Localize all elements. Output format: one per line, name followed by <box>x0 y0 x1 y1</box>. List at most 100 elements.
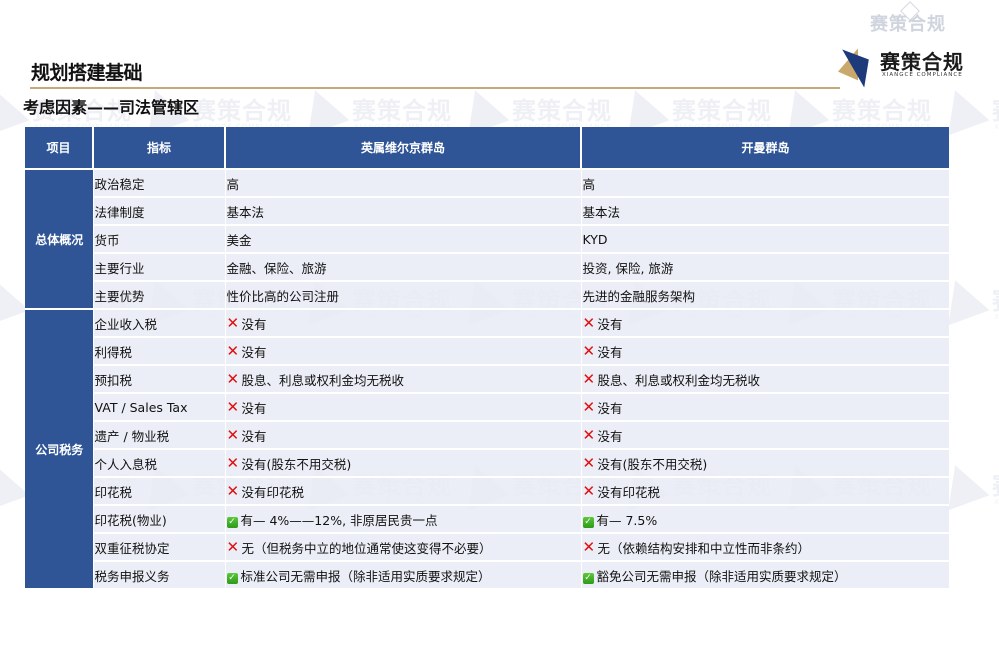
indicator-cell: 利得税 <box>93 336 226 365</box>
cayman-value-cell: 先进的金融服务架构 <box>581 280 949 309</box>
bvi-value-cell: 基本法 <box>225 196 582 225</box>
bvi-value-text: 没有 <box>241 344 267 360</box>
watermark-tagline: XIANGCE COMPLIANCE <box>994 498 999 506</box>
indicator-cell: 货币 <box>93 224 226 253</box>
bvi-value-text: 美金 <box>226 232 252 248</box>
bvi-value-cell: 高 <box>225 168 582 197</box>
cross-icon: ✕ <box>582 453 596 472</box>
bvi-value-text: 没有 <box>241 400 267 416</box>
cayman-value-cell: ✕无（依赖结构安排和中立性而非条约） <box>581 532 949 561</box>
cross-icon: ✕ <box>582 313 596 332</box>
bvi-value-text: 没有 <box>241 428 267 444</box>
column-header-bvi: 英属维尔京群岛 <box>225 127 582 169</box>
watermark-text: 赛策合规 <box>992 91 999 126</box>
bvi-value-cell: ✕没有 <box>225 392 582 421</box>
cross-icon: ✕ <box>226 453 240 472</box>
bvi-value-text: 基本法 <box>226 204 265 220</box>
indicator-cell: 主要优势 <box>93 280 226 309</box>
cross-icon: ✕ <box>582 397 596 416</box>
cayman-value-text: KYD <box>582 231 608 247</box>
logo-name: 赛策合规 <box>880 50 964 74</box>
cross-icon: ✕ <box>226 313 240 332</box>
cross-icon: ✕ <box>226 481 240 500</box>
cayman-value-text: 高 <box>582 176 596 192</box>
cross-icon: ✕ <box>226 537 240 556</box>
column-header-indicator: 指标 <box>93 127 226 169</box>
bvi-value-cell: ✓标准公司无需申报（除非适用实质要求规定） <box>225 560 582 588</box>
bvi-value-text: 没有 <box>241 316 267 332</box>
indicator-cell: 个人入息税 <box>93 448 226 477</box>
watermark-text: 赛策合规 <box>992 466 999 501</box>
bvi-value-text: 金融、保险、旅游 <box>226 260 327 276</box>
indicator-cell: 主要行业 <box>93 252 226 281</box>
bvi-value-text: 没有(股东不用交税) <box>241 456 352 472</box>
table-row: 法律制度基本法基本法 <box>25 196 949 225</box>
bvi-value-text: 标准公司无需申报（除非适用实质要求规定） <box>240 568 491 584</box>
table-row: 主要优势性价比高的公司注册先进的金融服务架构 <box>25 280 949 309</box>
bvi-value-text: 没有印花税 <box>241 484 305 500</box>
cayman-value-cell: ✕没有 <box>581 420 949 449</box>
cayman-value-text: 没有 <box>597 400 623 416</box>
cayman-value-text: 股息、利息或权利金均无税收 <box>597 372 761 388</box>
watermark-text: 赛策合规 <box>192 97 292 125</box>
cross-icon: ✕ <box>582 369 596 388</box>
bvi-value-cell: ✕没有印花税 <box>225 476 582 505</box>
cayman-value-text: 先进的金融服务架构 <box>582 288 696 304</box>
cayman-value-text: 有— 7.5% <box>596 512 658 528</box>
checkbox-checked-icon: ✓ <box>582 516 594 528</box>
watermark-text: 赛策合规 <box>992 281 999 316</box>
cayman-value-cell: ✕没有 <box>581 392 949 421</box>
cayman-value-text: 投资, 保险, 旅游 <box>582 260 674 276</box>
cayman-value-text: 基本法 <box>582 204 621 220</box>
cayman-value-text: 没有 <box>597 316 623 332</box>
cross-icon: ✕ <box>226 341 240 360</box>
watermark-text: 赛策合规 <box>512 97 612 125</box>
checkbox-checked-icon: ✓ <box>226 516 238 528</box>
table-row: 总体概况政治稳定高高 <box>25 168 949 309</box>
cross-icon: ✕ <box>582 341 596 360</box>
cayman-value-cell: ✓豁免公司无需申报（除非适用实质要求规定） <box>581 560 949 588</box>
cayman-value-cell: ✕没有印花税 <box>581 476 949 505</box>
cross-icon: ✕ <box>226 425 240 444</box>
indicator-cell: 法律制度 <box>93 196 226 225</box>
bvi-value-cell: 美金 <box>225 224 582 253</box>
title-divider <box>30 87 840 89</box>
cross-icon: ✕ <box>226 397 240 416</box>
table-row: 主要行业金融、保险、旅游 投资, 保险, 旅游 <box>25 252 949 281</box>
table-row: 印花税(物业)✓有— 4%——12%, 非原居民贵一点✓有— 7.5% <box>25 504 949 533</box>
cayman-value-text: 没有 <box>597 428 623 444</box>
column-header-cayman: 开曼群岛 <box>581 127 949 169</box>
table-header-row: 项目 指标 英属维尔京群岛 开曼群岛 <box>25 127 949 169</box>
cross-icon: ✕ <box>582 481 596 500</box>
table-row: 遗产 / 物业税✕没有✕没有 <box>25 420 949 449</box>
watermark-text: 赛策合规 <box>352 97 452 125</box>
cayman-value-cell: ✕没有 <box>581 308 949 337</box>
bvi-value-cell: ✕没有 <box>225 308 582 337</box>
watermark-text: 赛策合规 <box>832 97 932 125</box>
cross-icon: ✕ <box>582 537 596 556</box>
table-row: 预扣税✕股息、利息或权利金均无税收✕股息、利息或权利金均无税收 <box>25 364 949 393</box>
table-row: VAT / Sales Tax✕没有✕没有 <box>25 392 949 421</box>
column-header-item: 项目 <box>25 127 94 169</box>
table-row: 个人入息税✕没有(股东不用交税)✕没有(股东不用交税) <box>25 448 949 477</box>
table-row: 货币美金 KYD <box>25 224 949 253</box>
cayman-value-text: 没有 <box>597 344 623 360</box>
cayman-value-cell: 基本法 <box>581 196 949 225</box>
indicator-cell: 企业收入税 <box>93 308 226 337</box>
cross-icon: ✕ <box>582 425 596 444</box>
group-label: 公司税务 <box>25 308 94 588</box>
bvi-value-cell: ✕没有 <box>225 336 582 365</box>
company-logo: 赛策合规 XIANGCE COMPLIANCE <box>832 30 972 90</box>
bvi-value-cell: 金融、保险、旅游 <box>225 252 582 281</box>
bvi-value-cell: ✕没有 <box>225 420 582 449</box>
logo-ghost-text: 赛策合规 <box>870 14 946 35</box>
indicator-cell: 税务申报义务 <box>93 560 226 588</box>
cross-icon: ✕ <box>226 369 240 388</box>
table-row: 双重征税协定✕无（但税务中立的地位通常使这变得不必要）✕无（依赖结构安排和中立性… <box>25 532 949 561</box>
table-row: 公司税务企业收入税✕没有✕没有 <box>25 308 949 588</box>
cayman-value-text: 没有印花税 <box>597 484 661 500</box>
bvi-value-text: 股息、利息或权利金均无税收 <box>241 372 405 388</box>
table-row: 印花税✕没有印花税✕没有印花税 <box>25 476 949 505</box>
cayman-value-cell: KYD <box>581 224 949 253</box>
indicator-cell: 政治稳定 <box>93 168 226 197</box>
